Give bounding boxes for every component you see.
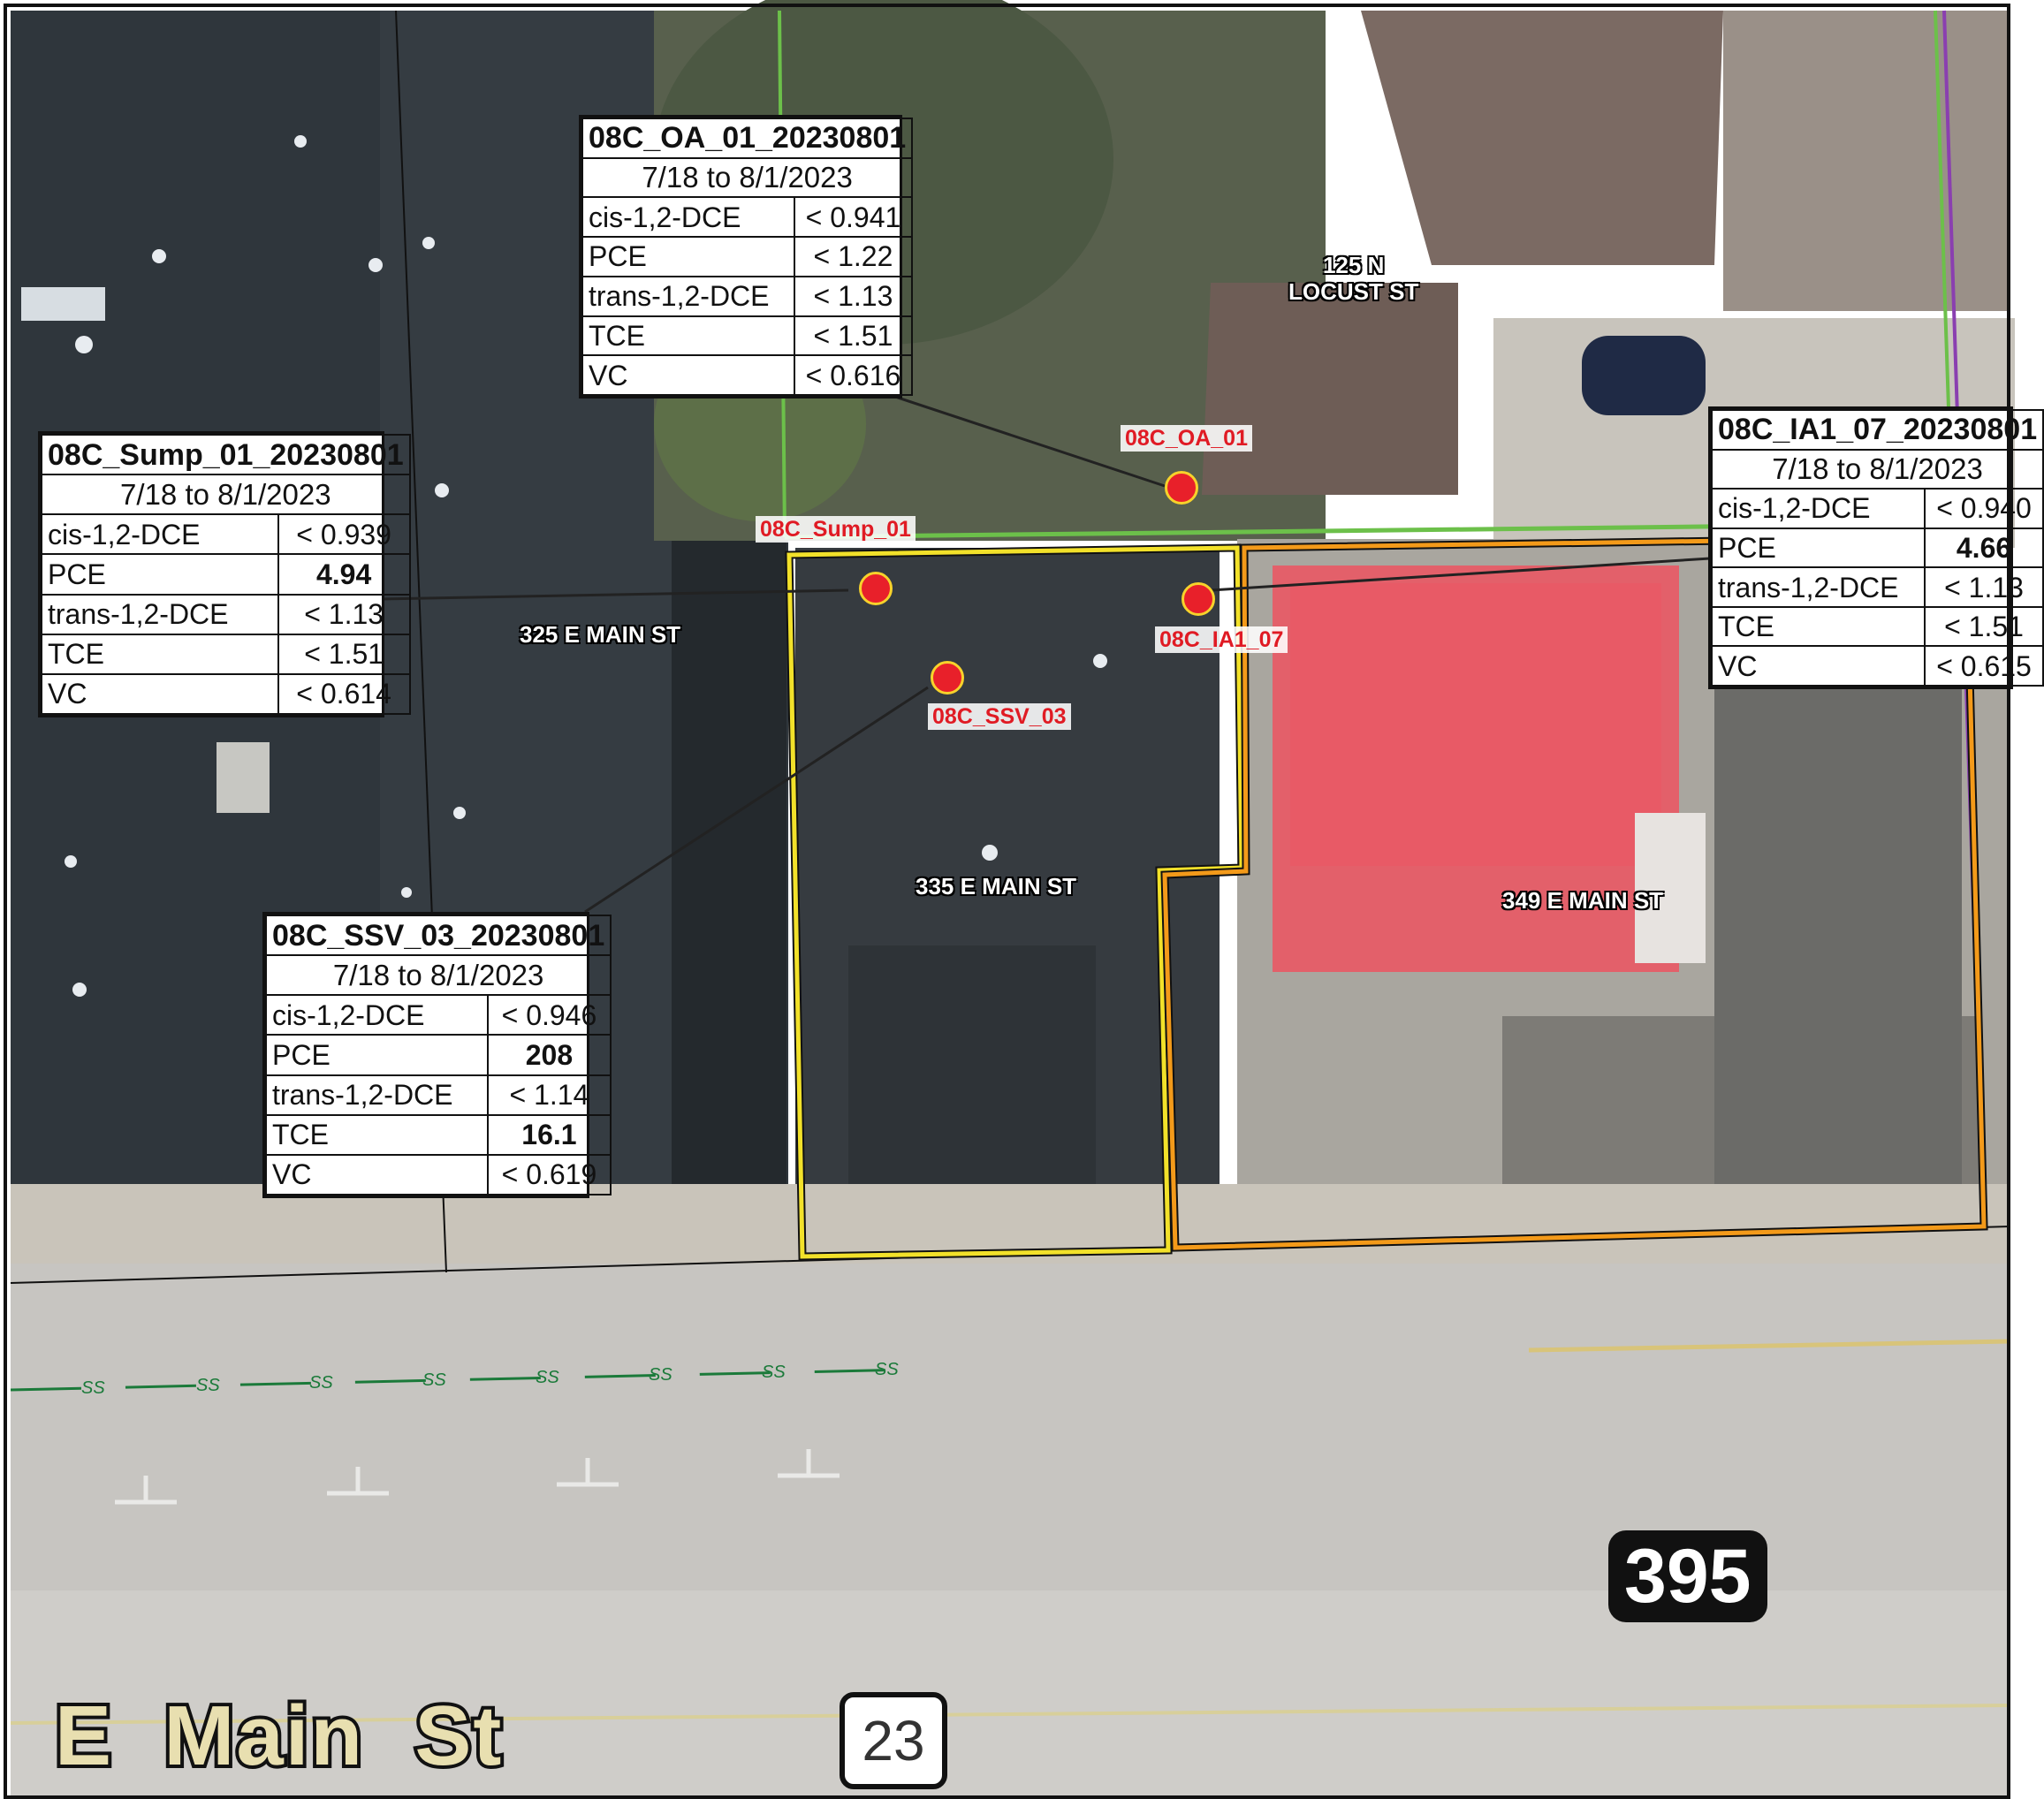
sewer-label: SS <box>81 1378 105 1398</box>
results-table-ia: 08C_IA1_07_20230801 7/18 to 8/1/2023 cis… <box>1708 406 2044 689</box>
sanitary-sewer-line <box>10 1368 911 1392</box>
leader-sump <box>379 588 849 601</box>
table-row: trans-1,2-DCE< 1.14 <box>265 1074 612 1116</box>
address-335-main: 335 E MAIN ST <box>916 873 1077 900</box>
sample-point-label-ia: 08C_IA1_07 <box>1155 626 1288 653</box>
sewer-label: SS <box>536 1368 559 1387</box>
sewer-label: SS <box>762 1363 786 1382</box>
table-row: cis-1,2-DCE< 0.941 <box>581 196 914 239</box>
results-table-oa: 08C_OA_01_20230801 7/18 to 8/1/2023 cis-… <box>579 115 914 399</box>
sewer-label: SS <box>422 1370 446 1390</box>
table-row: trans-1,2-DCE< 1.13 <box>1711 566 2044 608</box>
us-route-shield: 395 <box>1608 1530 1767 1622</box>
address-325-main: 325 E MAIN ST <box>520 621 681 648</box>
sample-point-label-sump: 08C_Sump_01 <box>756 516 916 543</box>
table-row: trans-1,2-DCE< 1.13 <box>581 275 914 317</box>
sample-point-sump[interactable] <box>859 572 893 605</box>
parked-car <box>1582 336 1706 415</box>
address-125-locust: 125 N LOCUST ST <box>1288 252 1419 305</box>
results-table-sump: 08C_Sump_01_20230801 7/18 to 8/1/2023 ci… <box>38 431 411 717</box>
table-title: 08C_IA1_07_20230801 <box>1710 409 2044 451</box>
sample-point-label-oa: 08C_OA_01 <box>1121 425 1252 452</box>
street-name-label: E Main St <box>51 1685 505 1787</box>
table-row: TCE< 1.51 <box>581 315 914 357</box>
sample-point-label-ssv: 08C_SSV_03 <box>928 703 1071 730</box>
table-row: VC< 0.615 <box>1711 645 2044 687</box>
leader-oa <box>892 394 1166 488</box>
leader-ia <box>1210 557 1711 592</box>
sample-point-ia[interactable] <box>1182 582 1215 616</box>
leader-ssv <box>584 686 929 914</box>
parcel-335-outline <box>786 545 1244 1259</box>
state-route-shield: 23 <box>840 1692 947 1789</box>
table-row: cis-1,2-DCE< 0.946 <box>265 994 612 1036</box>
table-row: trans-1,2-DCE< 1.13 <box>41 593 411 635</box>
table-row: PCE< 1.22 <box>581 236 914 277</box>
table-row: VC< 0.619 <box>265 1153 612 1196</box>
sewer-label: SS <box>875 1360 899 1379</box>
house-roof-125-locust <box>1361 11 1723 265</box>
table-period: 7/18 to 8/1/2023 <box>581 156 914 199</box>
table-row: cis-1,2-DCE< 0.940 <box>1711 488 2044 529</box>
table-row: VC< 0.614 <box>41 672 411 716</box>
table-period: 7/18 to 8/1/2023 <box>1710 448 2044 490</box>
address-349-main: 349 E MAIN ST <box>1502 887 1664 914</box>
table-row: cis-1,2-DCE< 0.939 <box>41 513 411 556</box>
sample-point-oa[interactable] <box>1165 471 1198 505</box>
results-table-ssv: 08C_SSV_03_20230801 7/18 to 8/1/2023 cis… <box>262 912 612 1198</box>
table-period: 7/18 to 8/1/2023 <box>264 954 612 997</box>
table-row: VC< 0.616 <box>581 354 914 396</box>
sample-point-ssv[interactable] <box>931 661 964 695</box>
sewer-label: SS <box>309 1373 333 1393</box>
table-period: 7/18 to 8/1/2023 <box>41 474 411 516</box>
table-row: TCE< 1.51 <box>41 633 411 675</box>
table-row: TCE< 1.51 <box>1711 605 2044 648</box>
sewer-label: SS <box>649 1365 672 1385</box>
sewer-label: SS <box>196 1376 220 1395</box>
table-title: 08C_OA_01_20230801 <box>581 118 914 159</box>
table-title: 08C_SSV_03_20230801 <box>264 914 612 957</box>
table-title: 08C_Sump_01_20230801 <box>41 433 411 476</box>
